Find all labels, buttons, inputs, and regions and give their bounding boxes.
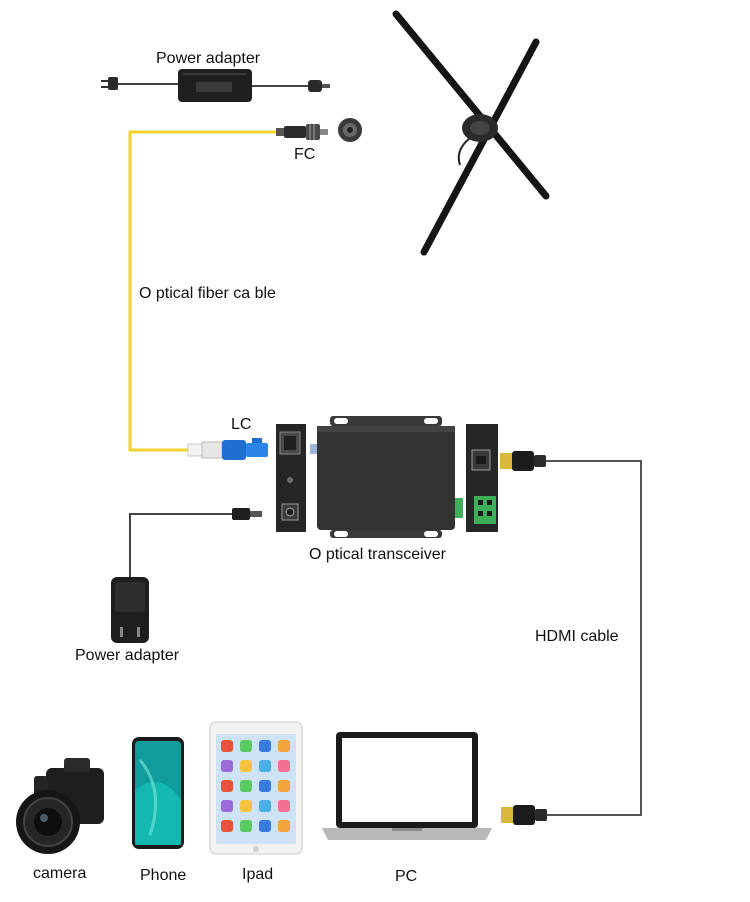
app-icon (221, 760, 233, 772)
app-icon (259, 740, 271, 752)
fc-connector-icon (276, 118, 362, 142)
app-icon (221, 740, 233, 752)
phone-icon (132, 737, 184, 849)
phone-label: Phone (140, 867, 187, 884)
app-icon (259, 820, 271, 832)
app-icon (240, 780, 252, 792)
power-cable-left (129, 513, 232, 578)
app-icon (240, 820, 252, 832)
camera-label: camera (33, 865, 87, 882)
app-icon (278, 760, 290, 772)
tablet-icon (209, 721, 303, 855)
hdmi-plug-icon (500, 451, 546, 471)
app-icon (278, 820, 290, 832)
pc-label: PC (395, 868, 418, 885)
app-icon (278, 800, 290, 812)
lc-label: LC (231, 416, 252, 433)
app-icon (259, 800, 271, 812)
app-icon (221, 780, 233, 792)
wall-adapter-icon (111, 577, 149, 643)
optical-transceiver-icon (276, 416, 498, 538)
app-icon (221, 800, 233, 812)
app-icon (278, 740, 290, 752)
power-adapter-top-label: Power adapter (156, 50, 261, 67)
app-icon (240, 800, 252, 812)
optical-transceiver-label: O ptical transceiver (309, 546, 446, 563)
app-icon (240, 760, 252, 772)
hologram-fan-icon (392, 10, 550, 256)
ipad-label: Ipad (242, 866, 274, 883)
app-icon (278, 780, 290, 792)
app-icon (259, 760, 271, 772)
app-icon (240, 740, 252, 752)
camera-icon (16, 758, 104, 854)
optical-fiber-cable-label: O ptical fiber ca ble (139, 285, 276, 302)
optical-fiber-line (128, 130, 285, 452)
fc-label: FC (294, 146, 316, 163)
dc-plug-icon (232, 508, 250, 520)
app-icon (221, 820, 233, 832)
lc-connector-icon (187, 438, 268, 460)
power-adapter-left-label: Power adapter (75, 647, 180, 664)
power-adapter-icon (101, 69, 330, 102)
hdmi-plug-icon-bottom (501, 805, 547, 825)
app-icon (259, 780, 271, 792)
app-grid (221, 740, 290, 832)
hdmi-cable-label: HDMI cable (535, 628, 619, 645)
hdmi-cable-line (545, 460, 642, 816)
laptop-icon (322, 732, 492, 840)
